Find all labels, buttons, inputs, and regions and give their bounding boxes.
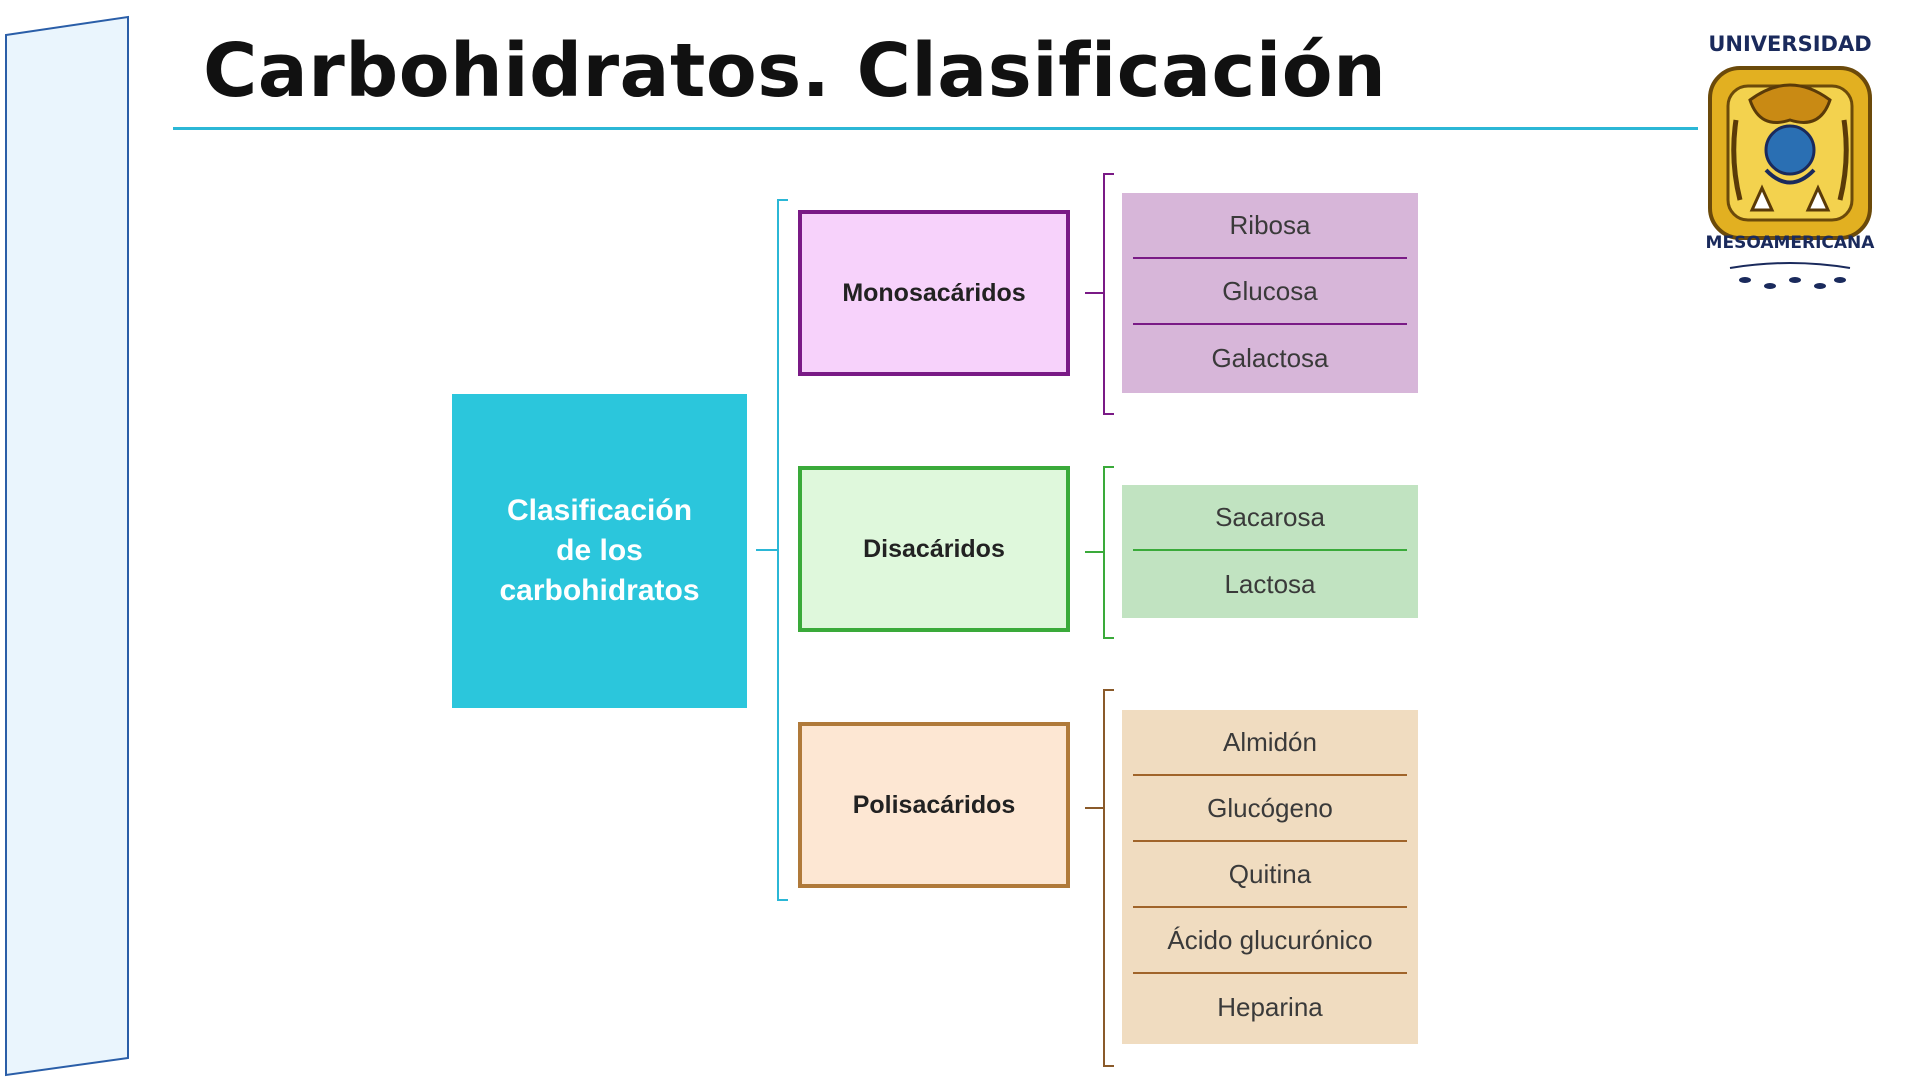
list-item: Lactosa [1224, 568, 1316, 599]
root-line: Clasificación [506, 494, 693, 527]
list-item: Sacarosa [1133, 485, 1407, 551]
list-item: Quitina [1133, 842, 1407, 908]
list-item: Galactosa [1211, 342, 1329, 373]
logo-bottom-text: MESOAMERICANA [1705, 233, 1875, 253]
university-logo: UNIVERSIDAD MESOAMERICANA [1690, 28, 1890, 298]
logo-top-text: UNIVERSIDAD [1708, 32, 1872, 56]
aztec-seal-icon [1708, 66, 1872, 240]
list-item: Ácido glucurónico [1133, 908, 1407, 974]
items-panel-disacaridos: Sacarosa Lactosa [1122, 485, 1418, 618]
category-box-monosacaridos: Monosacáridos [798, 210, 1070, 376]
category-box-polisacaridos: Polisacáridos [798, 722, 1070, 888]
list-item: Glucosa [1133, 259, 1407, 325]
category-box-disacaridos: Disacáridos [798, 466, 1070, 632]
footprints-icon [1729, 262, 1851, 289]
root-line: de los [556, 534, 643, 567]
items-panel-monosacaridos: Ribosa Glucosa Galactosa [1122, 193, 1418, 393]
list-item: Heparina [1217, 991, 1323, 1022]
root-concept-box: Clasificación de los carbohidratos [452, 394, 747, 708]
items-panel-polisacaridos: Almidón Glucógeno Quitina Ácido glucurón… [1122, 710, 1418, 1044]
title-underline [173, 127, 1698, 130]
list-item: Almidón [1133, 710, 1407, 776]
list-item: Glucógeno [1133, 776, 1407, 842]
list-item: Ribosa [1133, 193, 1407, 259]
left-decorative-panel [5, 15, 129, 1077]
page-title: Carbohidratos. Clasificación [203, 28, 1387, 114]
root-line: carbohidratos [499, 574, 700, 607]
